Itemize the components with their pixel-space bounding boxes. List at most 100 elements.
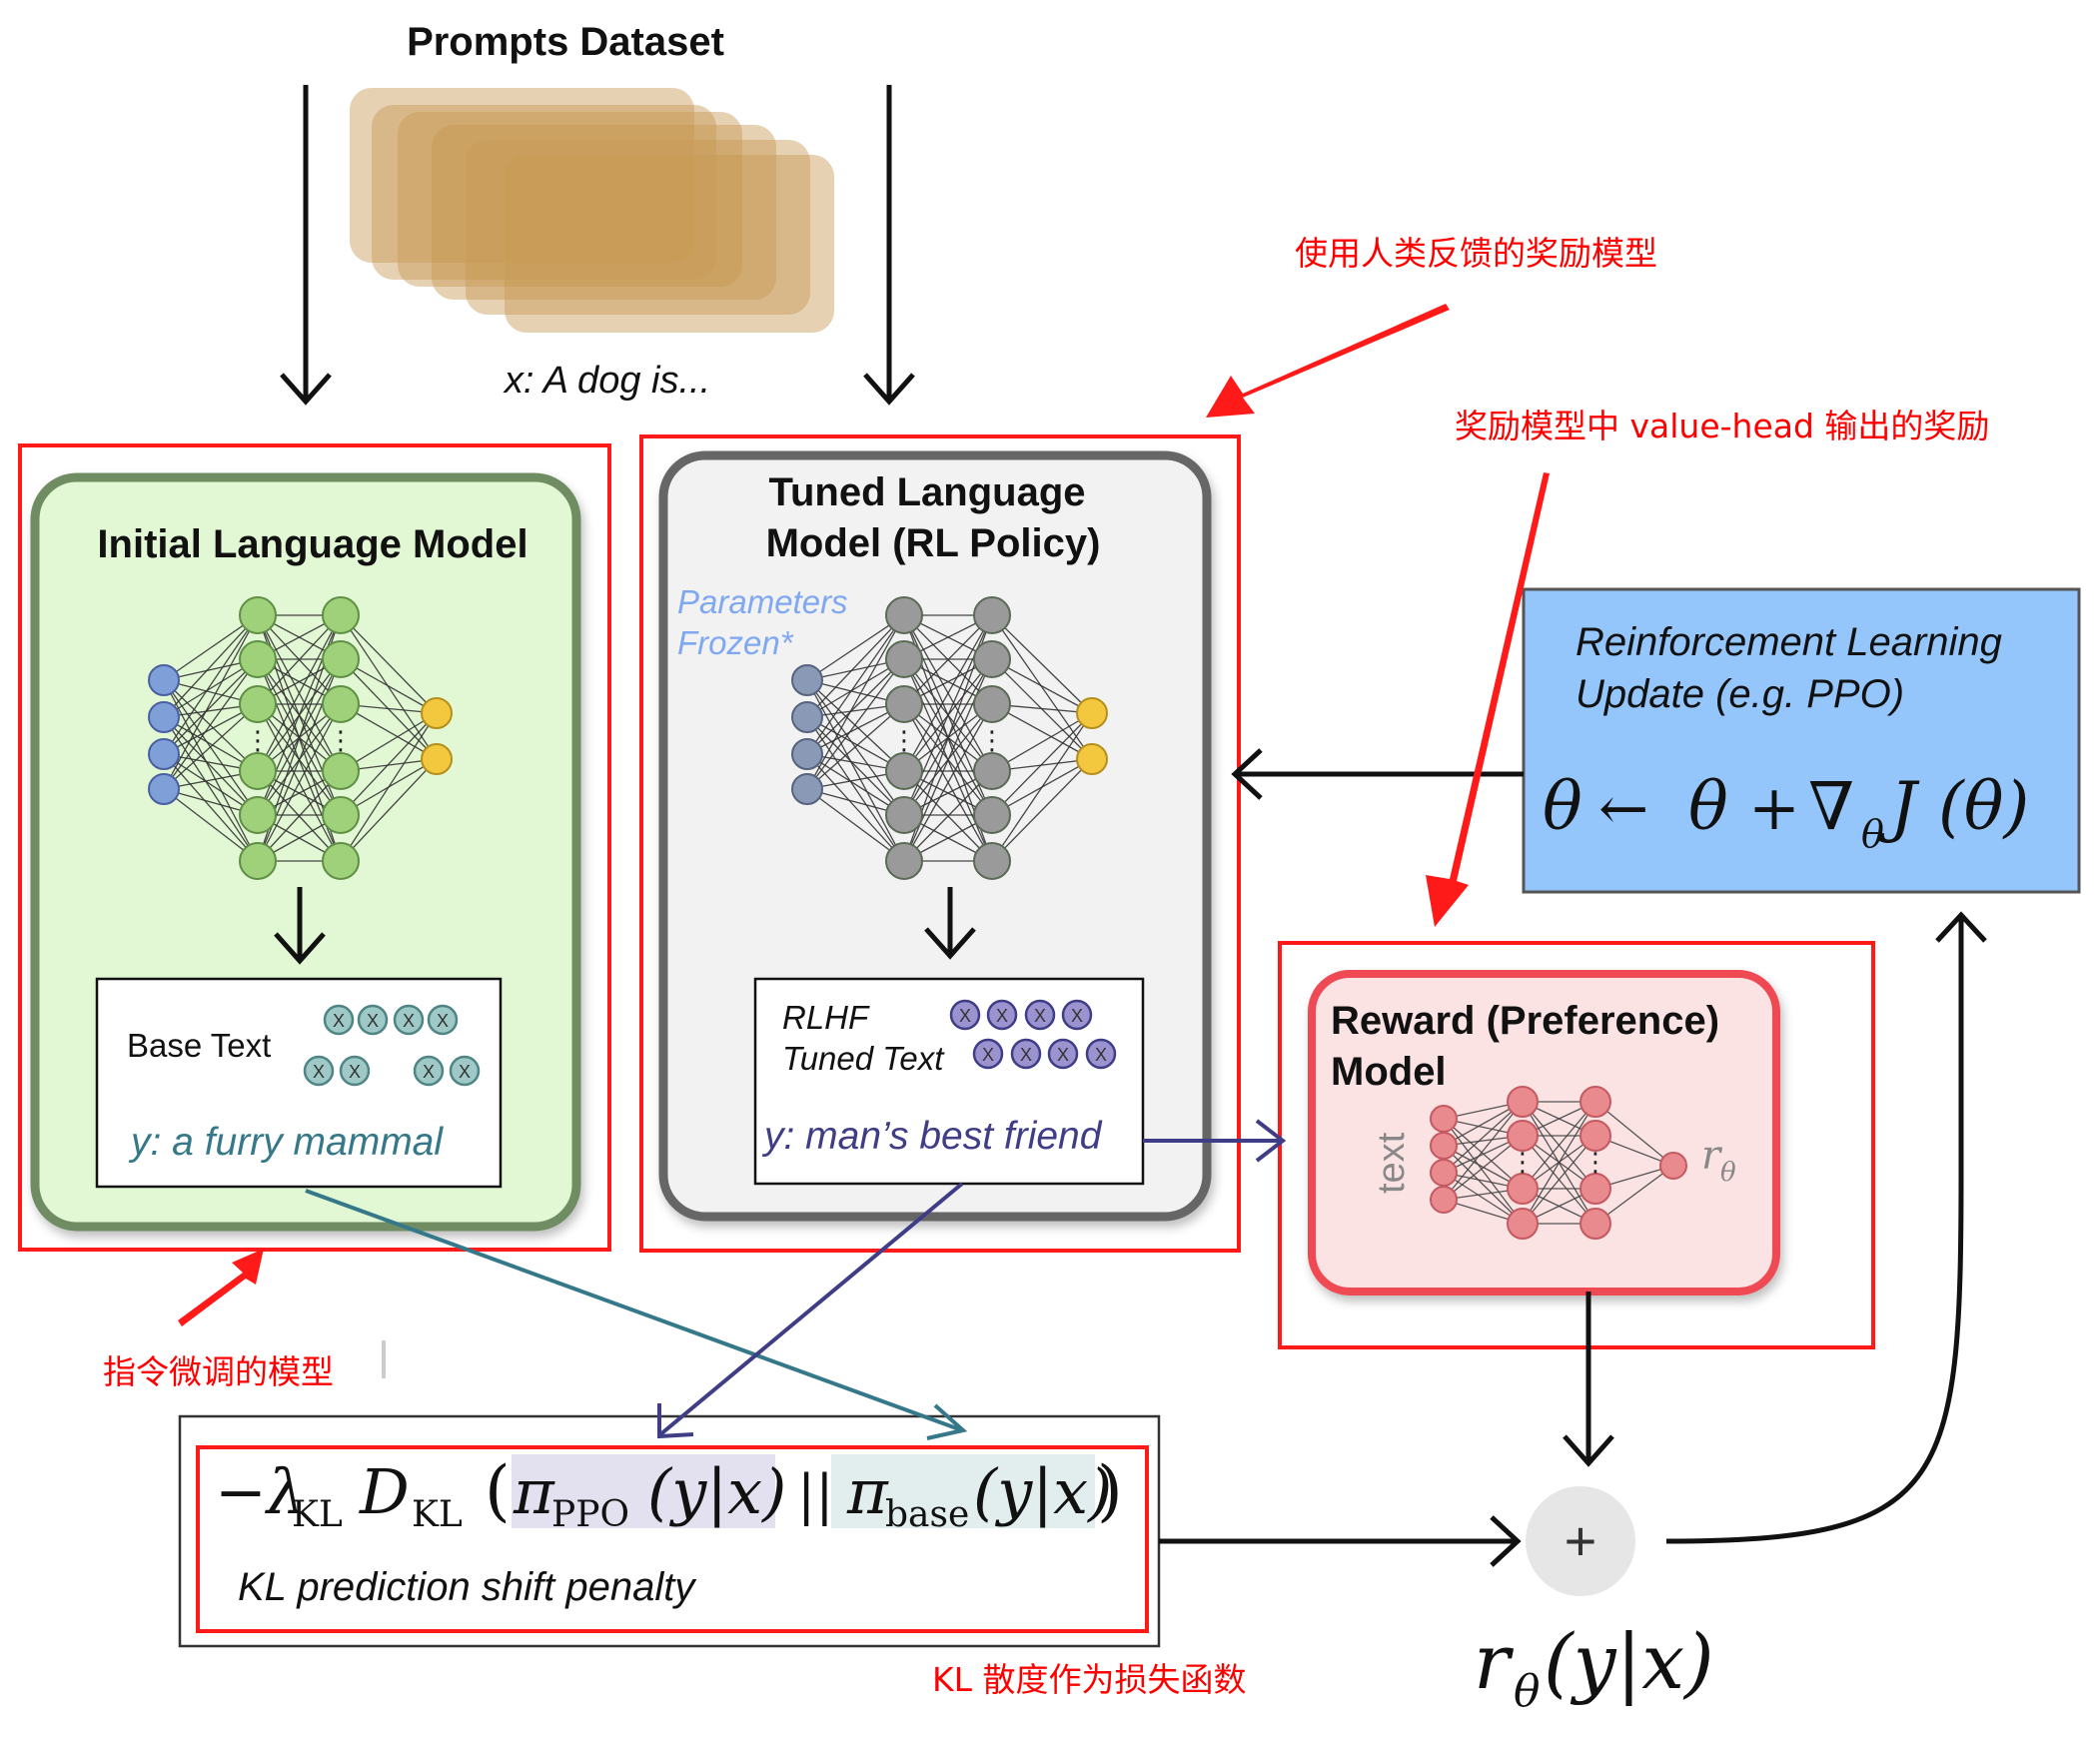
token-glyph: X (333, 1011, 345, 1031)
token-glyph: X (1057, 1045, 1069, 1065)
annotation-reward-model-human: 使用人类反馈的奖励模型 (1295, 234, 1657, 273)
rl-update-formula: θ ← θ + ∇ θ J (θ) (1543, 768, 2029, 856)
svg-text:): ) (1097, 1452, 1123, 1529)
tuned-model-title-line2: Model (RL Policy) (766, 521, 1101, 565)
network-node (239, 640, 277, 678)
token-glyph: X (403, 1011, 415, 1031)
svg-text:+: + (1748, 771, 1800, 844)
token-circle (1010, 1038, 1042, 1070)
token-glyph: X (1071, 1006, 1083, 1026)
final-reward-formula: r θ (y|x) (1474, 1617, 1714, 1717)
token-circle (449, 1055, 481, 1087)
reward-model-title-line1: Reward (Preference) (1331, 999, 1719, 1043)
token-glyph: X (367, 1011, 379, 1031)
network-node (322, 640, 360, 678)
network-node (973, 752, 1011, 790)
network-node (322, 596, 360, 634)
annotation-cursor-mark (382, 1340, 386, 1378)
token-glyph: X (437, 1011, 449, 1031)
reward-model-panel (1308, 970, 1780, 1296)
frozen-note-line2: Frozen* (677, 624, 794, 661)
prompt-arrow-left (280, 85, 332, 406)
kl-base-highlight (831, 1454, 1095, 1528)
initial-model-network-diagram: ⋮⋮ (148, 596, 453, 880)
svg-text:base: base (885, 1494, 969, 1535)
base-text-example: y: a furry mammal (128, 1121, 444, 1164)
prompt-example: x: A dog is... (503, 360, 710, 402)
rl-update-title-line2: Update (e.g. PPO) (1575, 672, 1904, 716)
token-circle (1061, 999, 1093, 1031)
annotation-box-initial-model (18, 443, 611, 1252)
sum-node-symbol: + (1565, 1509, 1597, 1572)
tuned-model-down-arrow (924, 887, 976, 960)
svg-text:π: π (846, 1455, 889, 1528)
network-node (1507, 1173, 1539, 1205)
token-circle (1085, 1038, 1117, 1070)
annotation-arrow-initial-model (178, 1249, 264, 1326)
network-node (973, 640, 1011, 678)
sum-to-update-arrow (1665, 911, 1987, 1544)
network-node (973, 685, 1011, 723)
svg-text:(θ): (θ) (1938, 768, 2029, 845)
annotation-box-kl (196, 1445, 1149, 1633)
network-node (885, 752, 923, 790)
annotation-value-head: 奖励模型中 value-head 输出的奖励 (1455, 407, 1989, 445)
rl-update-panel (1522, 587, 2081, 894)
prompts-dataset-title: Prompts Dataset (407, 20, 724, 64)
network-node (885, 596, 923, 634)
network-node (322, 842, 360, 880)
rl-update-title-line1: Reinforcement Learning (1575, 620, 2002, 664)
reward-to-sum-arrow (1563, 1292, 1614, 1467)
prompts-card-stack (350, 88, 834, 333)
token-circle (986, 999, 1018, 1031)
token-glyph: X (1034, 1006, 1046, 1026)
initial-model-down-arrow (274, 887, 326, 965)
network-node (1507, 1086, 1539, 1118)
kl-ppo-highlight (512, 1454, 775, 1528)
annotation-kl-loss: KL 散度作为损失函数 (932, 1660, 1247, 1699)
svg-text:−λ: −λ (215, 1455, 306, 1528)
token-circle (357, 1004, 389, 1036)
network-node (885, 796, 923, 834)
network-node (148, 773, 180, 805)
network-node (885, 640, 923, 678)
token-glyph: X (423, 1062, 435, 1082)
network-node (148, 738, 180, 770)
svg-text:θ: θ (1543, 768, 1582, 845)
annotation-instruction-tuned: 指令微调的模型 (103, 1352, 334, 1391)
reward-model-title-line2: Model (1331, 1050, 1447, 1094)
network-node (421, 697, 453, 729)
tuned-text-example: y: man’s best friend (761, 1115, 1103, 1158)
token-glyph: X (996, 1006, 1008, 1026)
token-circle (303, 1055, 335, 1087)
token-glyph: X (313, 1062, 325, 1082)
kl-penalty-caption: KL prediction shift penalty (238, 1565, 697, 1609)
kl-penalty-formula: −λ KL D KL ( π PPO (y|x) || π base (y|x)… (215, 1452, 1123, 1535)
network-node (148, 664, 180, 696)
network-node (1076, 743, 1108, 775)
network-ellipsis: ⋮ (891, 726, 917, 756)
svg-text:KL: KL (292, 1494, 343, 1535)
network-node (885, 685, 923, 723)
network-node (322, 796, 360, 834)
token-circle (393, 1004, 425, 1036)
network-node (239, 796, 277, 834)
annotation-arrow-tuned-model (1206, 304, 1450, 418)
network-node (1430, 1186, 1458, 1214)
network-node (973, 796, 1011, 834)
token-circle (413, 1055, 445, 1087)
network-node (791, 664, 823, 696)
annotation-arrow-reward-model (1426, 472, 1550, 927)
network-node (148, 701, 180, 733)
svg-text:(: ( (485, 1452, 511, 1529)
network-node (973, 596, 1011, 634)
frozen-note-line1: Parameters (677, 583, 848, 620)
reward-output-subscript: θ (1720, 1158, 1736, 1188)
token-glyph: X (982, 1045, 994, 1065)
token-circle (339, 1055, 371, 1087)
network-node (1659, 1152, 1687, 1180)
network-ellipsis: ⋮ (245, 726, 271, 756)
token-circle (949, 999, 981, 1031)
